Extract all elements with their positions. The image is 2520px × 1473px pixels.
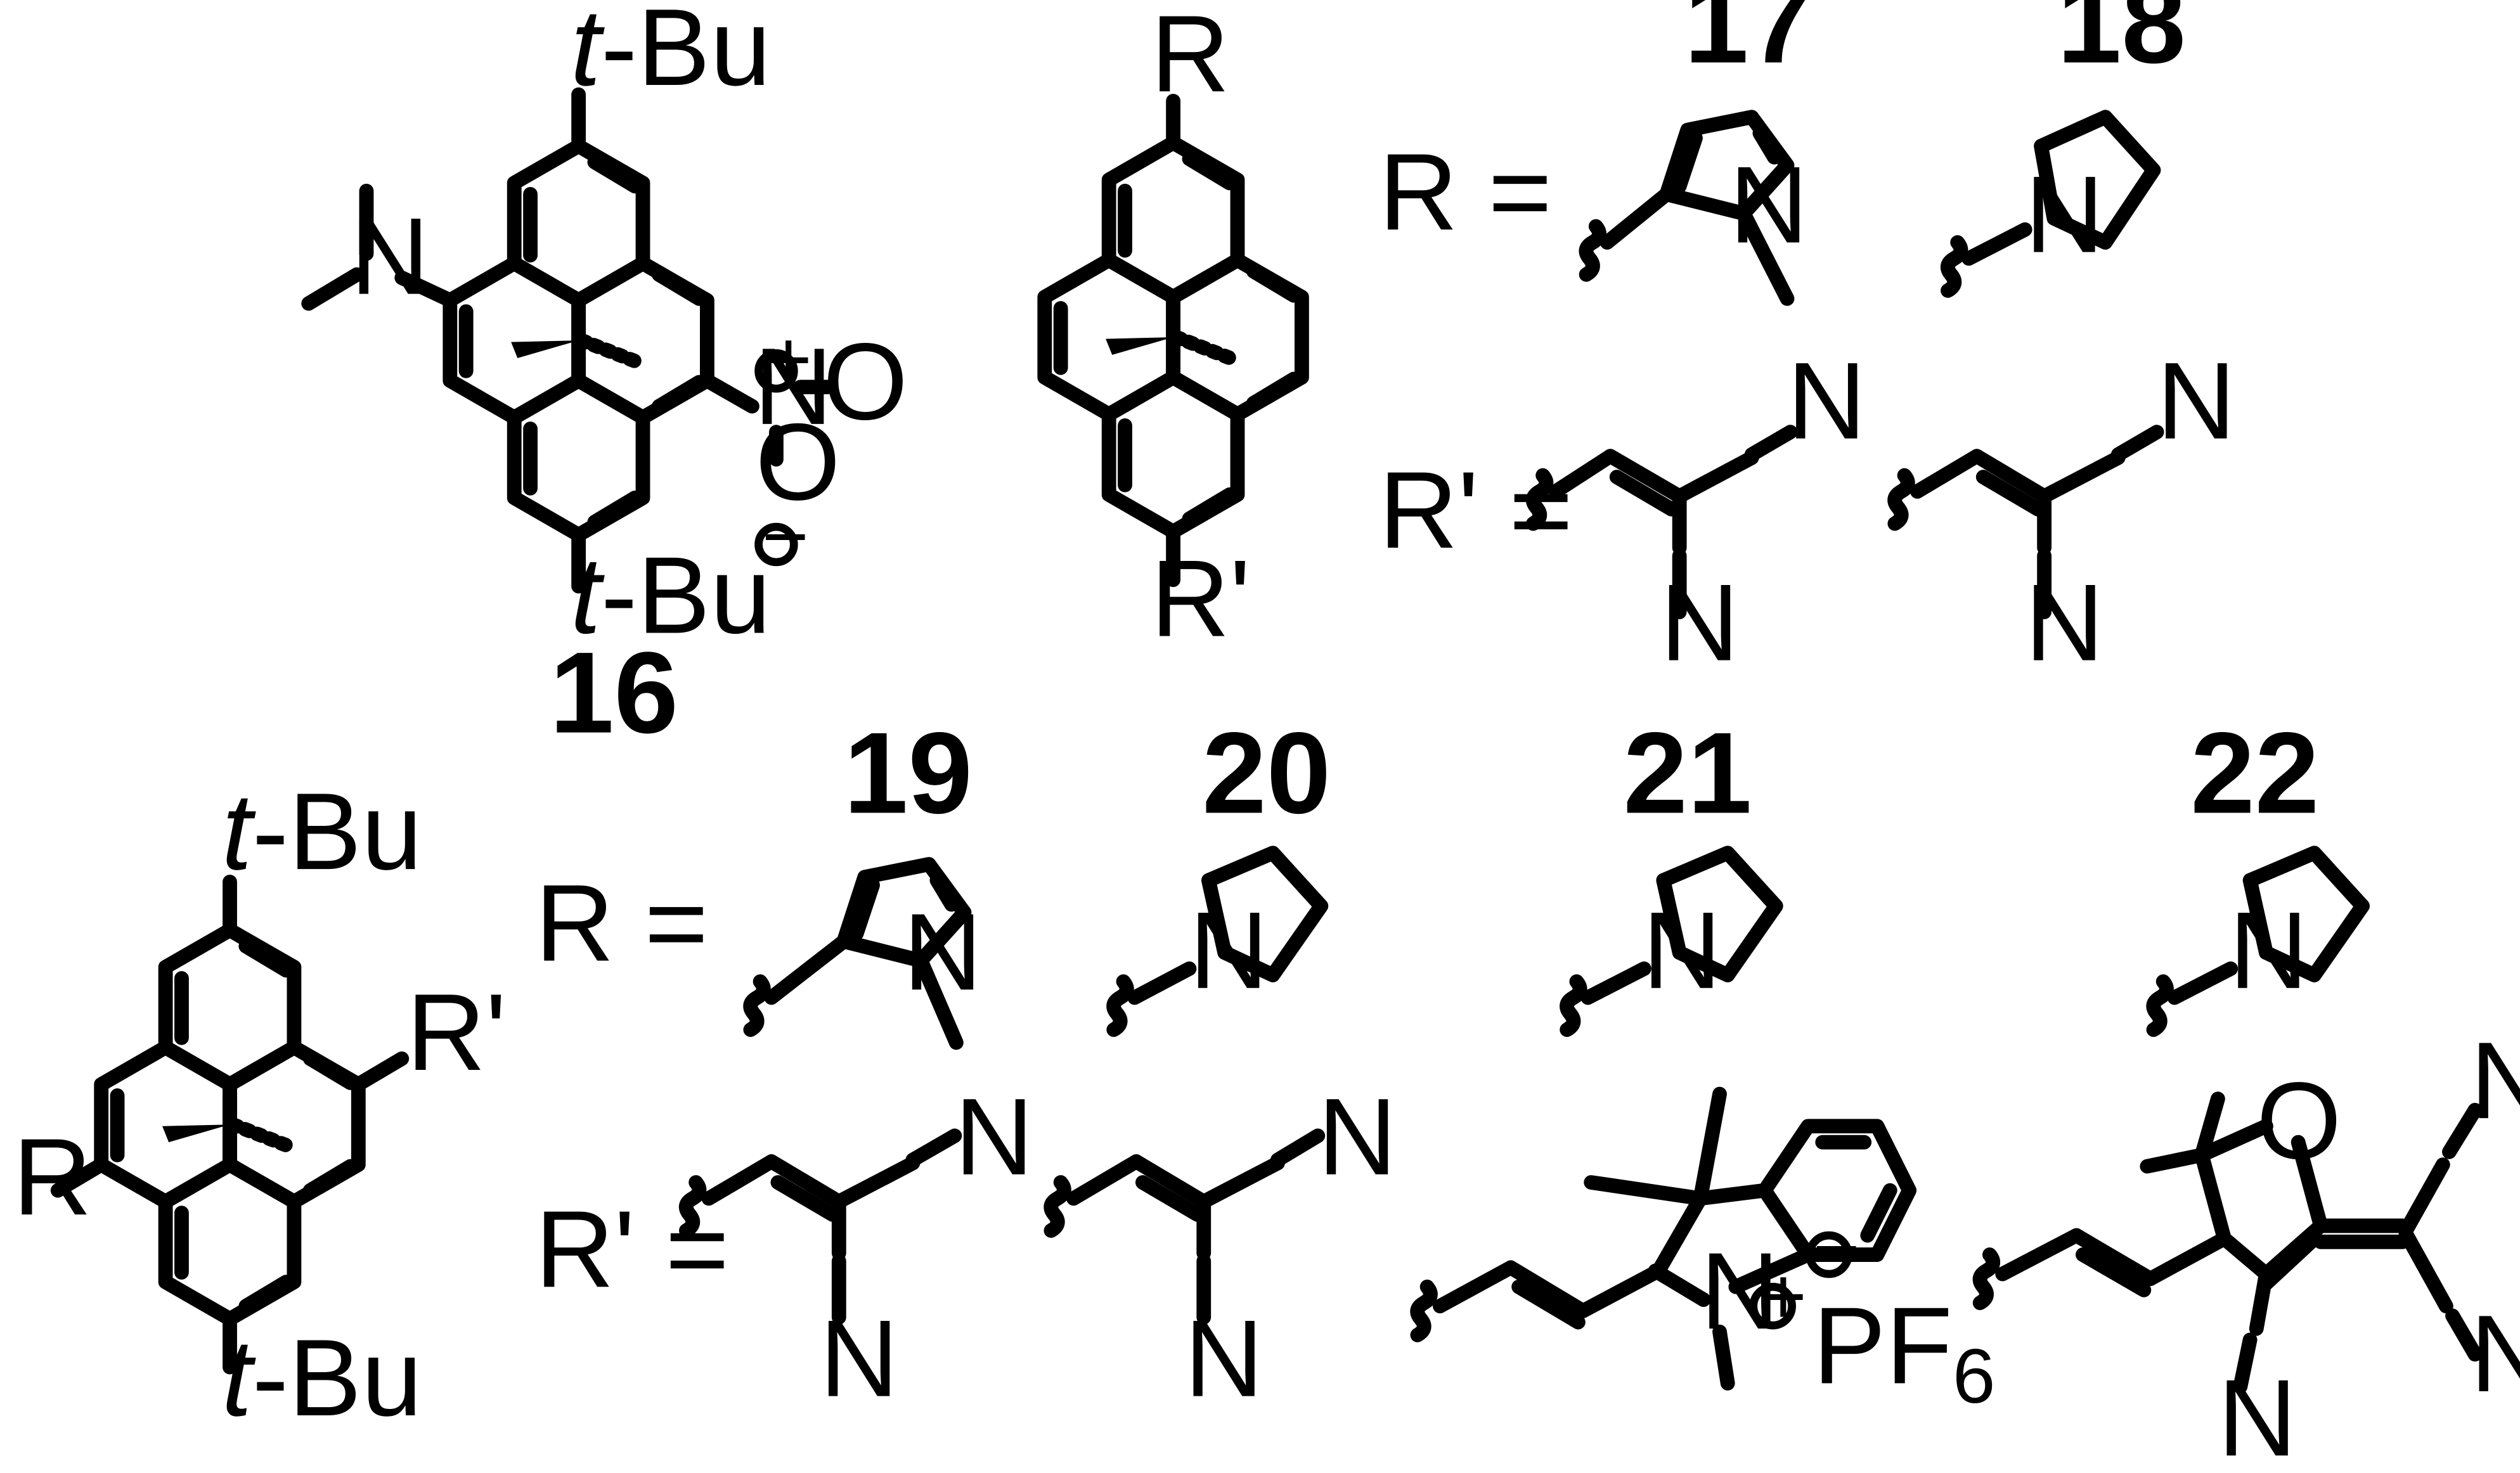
compound-label-17: 17 bbox=[1684, 0, 1813, 87]
n-label-19b: N bbox=[820, 1297, 898, 1420]
plus-charge-16 bbox=[754, 349, 798, 393]
compound-label-20: 20 bbox=[1202, 708, 1331, 837]
n-label-22b: N bbox=[2470, 1292, 2520, 1415]
r-group-17: N 17 bbox=[1579, 0, 1813, 306]
compound-label-21: 21 bbox=[1623, 708, 1752, 837]
n-label-22a: N bbox=[2470, 1019, 2520, 1142]
structure-17-18-core: R R' bbox=[1037, 0, 1309, 660]
r-group-22: N bbox=[2146, 846, 2370, 1038]
tbu-top-label-core-2: t-Bu bbox=[222, 770, 422, 892]
r-label-core-1: R bbox=[1151, 0, 1229, 115]
plus-charge-21 bbox=[1749, 1282, 1796, 1330]
o-label-16a: O bbox=[823, 320, 908, 442]
svg-text:−: − bbox=[762, 491, 809, 581]
n-label-17b: N bbox=[1660, 562, 1739, 684]
minus-charge-21 bbox=[1806, 1231, 1852, 1278]
tbu-bottom-label-core-2: t-Bu bbox=[222, 1316, 422, 1439]
r-group-21: N bbox=[1560, 846, 1783, 1038]
r-group-18: N 18 bbox=[1940, 0, 2186, 298]
r-group-20: N bbox=[1106, 846, 1329, 1038]
r-prime-group-18: N N bbox=[1887, 340, 2236, 684]
r-eq-label-2: R = bbox=[535, 862, 708, 984]
n-label-17a: N bbox=[1787, 340, 1866, 462]
n-label-18: N bbox=[2025, 153, 2103, 276]
n-label-20a: N bbox=[1318, 1076, 1397, 1198]
r-prime-group-22: O N N N bbox=[1972, 1019, 2520, 1473]
r-prime-group-17: N N bbox=[1525, 340, 1866, 684]
r-prime-group-20: N N bbox=[1044, 1076, 1397, 1420]
tbu-top-label-16: t-Bu bbox=[571, 0, 771, 108]
r-group-19: N bbox=[743, 857, 982, 1050]
n-label-19: N bbox=[903, 891, 982, 1013]
compound-label-22: 22 bbox=[2190, 708, 2319, 837]
n-label-16: N bbox=[351, 195, 429, 318]
pf6-label-21: PF6 bbox=[1813, 1284, 1996, 1418]
o-label-16b: O bbox=[755, 401, 840, 523]
n-label-18b: N bbox=[2025, 562, 2103, 684]
r-prime-label-core-2: R' bbox=[406, 971, 506, 1093]
compound-label-18: 18 bbox=[2057, 0, 2186, 87]
svg-text:+: + bbox=[1760, 1251, 1807, 1341]
minus-charge-16 bbox=[754, 522, 798, 567]
n-label-18a: N bbox=[2157, 340, 2235, 462]
compound-label-16: 16 bbox=[550, 628, 678, 757]
n-label-17: N bbox=[1729, 143, 1808, 266]
n-label-21: N bbox=[1643, 889, 1721, 1012]
r-prime-eq-label-2: R' = bbox=[535, 1188, 729, 1310]
r-prime-group-21: N + − PF6 bbox=[1410, 1086, 1996, 1419]
svg-text:+: + bbox=[765, 314, 812, 404]
r-prime-label-core-1: R' bbox=[1151, 537, 1250, 660]
n-label-20: N bbox=[1189, 889, 1268, 1012]
compound-label-19: 19 bbox=[844, 708, 972, 837]
r-eq-label-1: R = bbox=[1379, 131, 1552, 253]
r-label-core-2: R bbox=[13, 1116, 91, 1238]
structure-16: t-Bu t-Bu N N O O + − 16 bbox=[301, 0, 908, 757]
n-label-20b: N bbox=[1184, 1297, 1263, 1420]
tbu-bottom-label-16: t-Bu bbox=[571, 534, 771, 656]
svg-text:−: − bbox=[1813, 1203, 1860, 1293]
structure-19-22-core: t-Bu t-Bu R' R bbox=[13, 770, 506, 1439]
n-label-22c: N bbox=[2218, 1356, 2296, 1473]
n-label-22: N bbox=[2229, 889, 2308, 1012]
r-prime-group-19: N N bbox=[678, 1076, 1033, 1420]
o-label-22: O bbox=[2256, 1059, 2341, 1181]
n-label-19a: N bbox=[955, 1076, 1033, 1198]
